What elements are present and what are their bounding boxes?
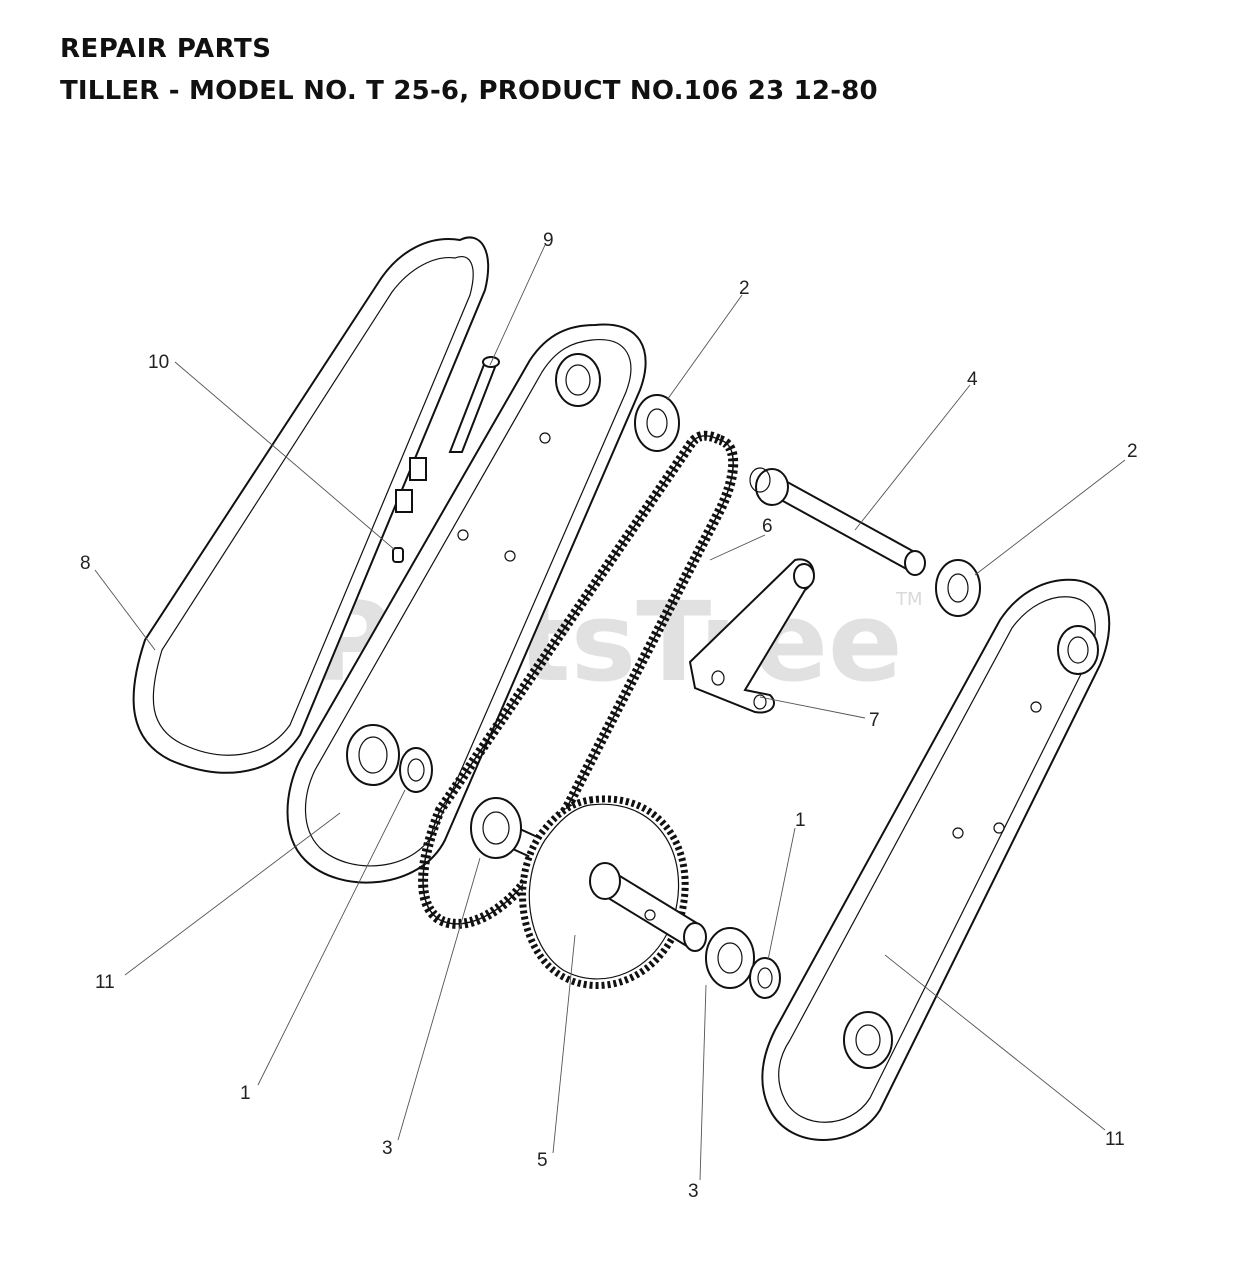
bearing-right xyxy=(705,927,755,989)
drive-chain xyxy=(418,430,739,929)
belt-clip-upper xyxy=(409,457,427,481)
callout-3-left: 3 xyxy=(382,1138,393,1159)
callout-9: 9 xyxy=(543,230,554,251)
washer-right xyxy=(749,957,781,999)
belt-clip-lower xyxy=(395,489,413,513)
callout-8: 8 xyxy=(80,553,91,574)
page-subtitle: TILLER - MODEL NO. T 25-6, PRODUCT NO.10… xyxy=(60,76,878,106)
washer-left xyxy=(399,747,433,793)
bushing-lower xyxy=(935,559,981,617)
callout-6: 6 xyxy=(762,516,773,537)
callout-2-upper: 2 xyxy=(739,278,750,299)
callout-11-left: 11 xyxy=(95,972,115,993)
callout-2-lower: 2 xyxy=(1127,441,1138,462)
chain-case-left xyxy=(286,323,647,884)
pin xyxy=(448,356,500,453)
callout-3-right: 3 xyxy=(688,1181,699,1202)
callout-7: 7 xyxy=(869,710,880,731)
leader-lines xyxy=(94,244,1126,1181)
page-title: REPAIR PARTS xyxy=(60,34,272,64)
callout-11-right: 11 xyxy=(1105,1129,1125,1150)
watermark-tm: TM xyxy=(895,589,923,610)
callout-10: 10 xyxy=(148,352,169,373)
callout-1-right: 1 xyxy=(795,810,806,831)
callout-4: 4 xyxy=(967,369,978,390)
upper-shaft xyxy=(749,467,926,576)
sprocket-shaft xyxy=(519,795,707,990)
bushing-upper xyxy=(634,394,680,452)
chain-case-right xyxy=(761,578,1111,1141)
plug xyxy=(392,547,404,563)
drive-belt xyxy=(132,236,490,774)
callout-5: 5 xyxy=(537,1150,548,1171)
tensioner-arm xyxy=(688,558,815,714)
callout-1-left: 1 xyxy=(240,1083,251,1104)
callouts: 9 2 10 4 2 6 8 7 1 11 1 3 5 3 11 xyxy=(80,230,1138,1202)
